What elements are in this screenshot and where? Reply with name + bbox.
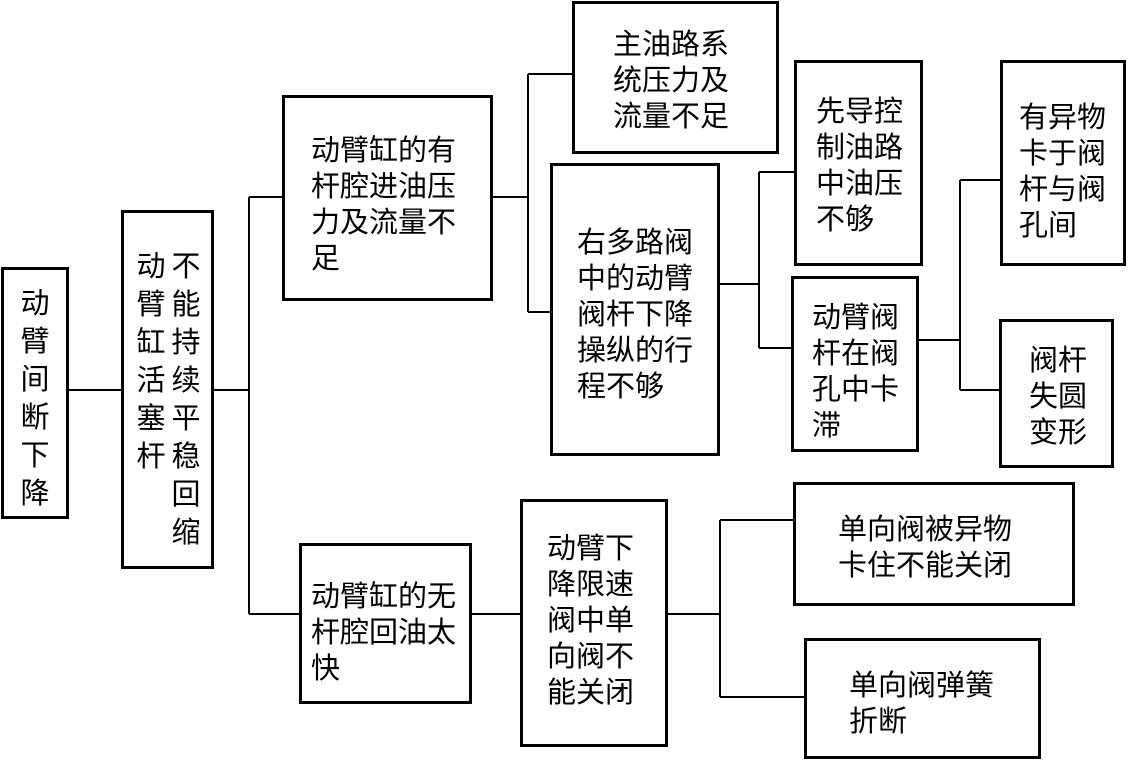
cause-a1-label: 主油路系 统压力及 流量不足 [613,27,730,133]
cause-a1-box: 主油路系 统压力及 流量不足 [572,1,779,154]
cause-b1-2-label: 单向阀弹簧 折断 [849,668,995,738]
cause-b1-label: 动臂下 降限速 阀中单 向阀不 能关闭 [547,531,635,709]
cause-a-box: 动臂缸的有 杆腔进油压 力及流量不 足 [282,95,493,301]
level1-col2-label: 不能持续平稳回缩 [171,249,201,549]
cause-a2-2-1-box: 有异物 卡于阀 杆与阀 孔间 [1000,60,1126,266]
level1-box: 动臂缸活塞杆 不能持续平稳回缩 [121,210,214,569]
level1-col1-label: 动臂缸活塞杆 [136,249,166,473]
cause-a-label: 动臂缸的有 杆腔进油压 力及流量不 足 [311,133,457,275]
cause-b-box: 动臂缸的无 杆腔回油太 快 [299,543,472,704]
cause-a2-2-2-label: 阀杆 失圆 变形 [1029,343,1088,449]
cause-a2-label: 右多路阀 中的动臂 阀杆下降 操纵的行 程不够 [577,225,694,403]
cause-a2-2-1-label: 有异物 卡于阀 杆与阀 孔间 [1019,100,1107,242]
cause-a2-box: 右多路阀 中的动臂 阀杆下降 操纵的行 程不够 [550,163,720,456]
cause-a2-1-box: 先导控 制油路 中油压 不够 [794,60,923,266]
cause-b1-2-box: 单向阀弹簧 折断 [804,638,1041,759]
cause-a2-2-label: 动臂阀 杆在阀 孔中卡 滞 [812,300,900,442]
cause-a2-2-2-box: 阀杆 失圆 变形 [999,319,1114,468]
root-box: 动臂间断下降 [1,267,69,519]
cause-b1-box: 动臂下 降限速 阀中单 向阀不 能关闭 [520,499,668,747]
cause-b-label: 动臂缸的无 杆腔回油太 快 [311,579,457,685]
cause-b1-1-box: 单向阀被异物 卡住不能关闭 [793,482,1075,606]
cause-b1-1-label: 单向阀被异物 卡住不能关闭 [838,512,1013,582]
cause-a2-2-box: 动臂阀 杆在阀 孔中卡 滞 [791,276,919,452]
cause-a2-1-label: 先导控 制油路 中油压 不够 [816,94,904,236]
root-label: 动臂间断下降 [20,286,50,510]
